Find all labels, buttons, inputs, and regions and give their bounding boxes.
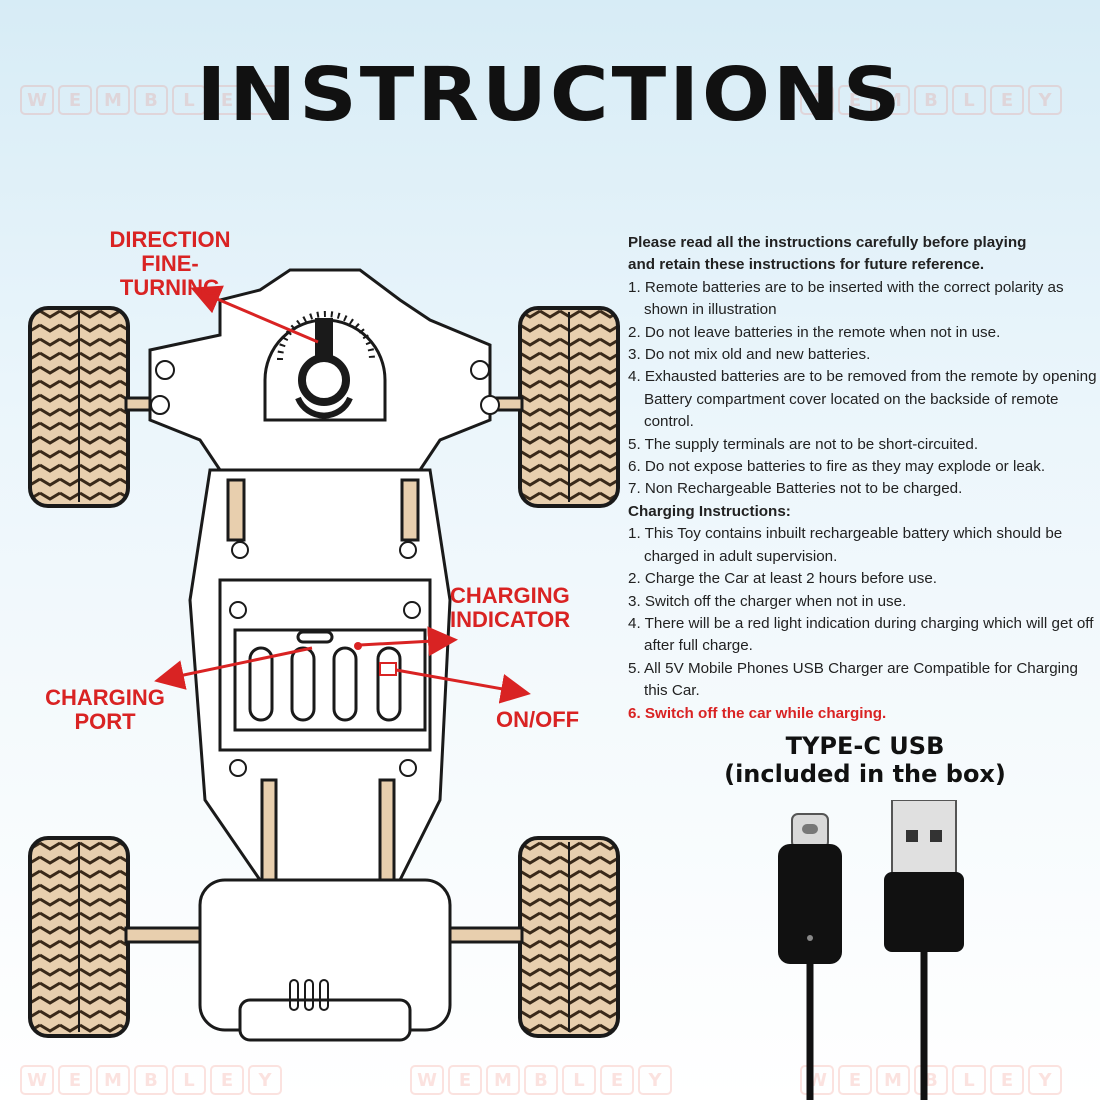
battery-item: 1. Remote batteries are to be inserted w…	[628, 278, 1064, 319]
battery-item: 3. Do not mix old and new batteries.	[628, 346, 871, 364]
charging-item: 1. This Toy contains inbuilt rechargeabl…	[628, 525, 1063, 565]
springs	[226, 478, 420, 882]
charging-item: 5. All 5V Mobile Phones USB Charger are …	[628, 659, 1078, 700]
intro-line1: Please read all the instructions careful…	[628, 234, 1027, 251]
on-off-switch	[379, 662, 397, 676]
charging-heading: Charging Instructions:	[628, 502, 791, 520]
usb-cable-illustration	[778, 800, 964, 1100]
charging-warning: 6. Switch off the car while charging.	[628, 704, 887, 722]
label-charging-port: CHARGING PORT	[45, 685, 165, 734]
charging-port	[296, 630, 334, 644]
battery-slots	[248, 646, 402, 722]
instructions-panel: Please read all the instructions careful…	[628, 232, 1098, 725]
label-on-off: ON/OFF	[496, 707, 580, 732]
label-charging-indicator-line2: INDICATOR	[450, 607, 571, 632]
tire-rear-right	[518, 836, 620, 1038]
charging-item: 3. Switch off the charger when not in us…	[628, 592, 907, 610]
usb-title-main: TYPE-C USB	[785, 732, 945, 760]
label-direction-line2: FINE-TURNING	[119, 251, 221, 300]
label-arrows	[154, 285, 531, 704]
tire-front-left	[28, 306, 130, 508]
label-charging-indicator: CHARGING INDICATOR	[450, 583, 571, 632]
type-c-connector-icon	[778, 813, 842, 1100]
usb-title-sub: (included in the box)	[724, 760, 1006, 788]
tire-front-right	[518, 306, 620, 508]
tire-rear-left	[28, 836, 130, 1038]
battery-item: 6. Do not expose batteries to fire as th…	[628, 458, 1046, 476]
usb-title: TYPE-C USB (included in the box)	[700, 732, 1030, 788]
direction-dial	[263, 311, 387, 422]
battery-item: 2. Do not leave batteries in the remote …	[628, 323, 1001, 341]
car-diagram	[28, 268, 620, 1042]
battery-item: 7. Non Rechargeable Batteries not to be …	[628, 480, 963, 498]
label-direction-fine-turning: DIRECTION FINE-TURNING	[95, 228, 245, 300]
charging-item: 2. Charge the Car at least 2 hours befor…	[628, 570, 937, 588]
charging-item: 4. There will be a red light indication …	[628, 614, 1094, 655]
label-direction-line1: DIRECTION	[109, 227, 231, 252]
page-title: INSTRUCTIONS	[196, 51, 904, 138]
screws	[150, 360, 500, 777]
rear-vents	[289, 979, 329, 1011]
label-charging-indicator-line1: CHARGING	[450, 583, 570, 608]
intro-line2: and retain these instructions for future…	[628, 256, 985, 274]
battery-item: 4. Exhausted batteries are to be removed…	[628, 368, 1097, 431]
battery-item: 5. The supply terminals are not to be sh…	[628, 435, 979, 453]
usb-a-connector-icon	[884, 800, 964, 1100]
